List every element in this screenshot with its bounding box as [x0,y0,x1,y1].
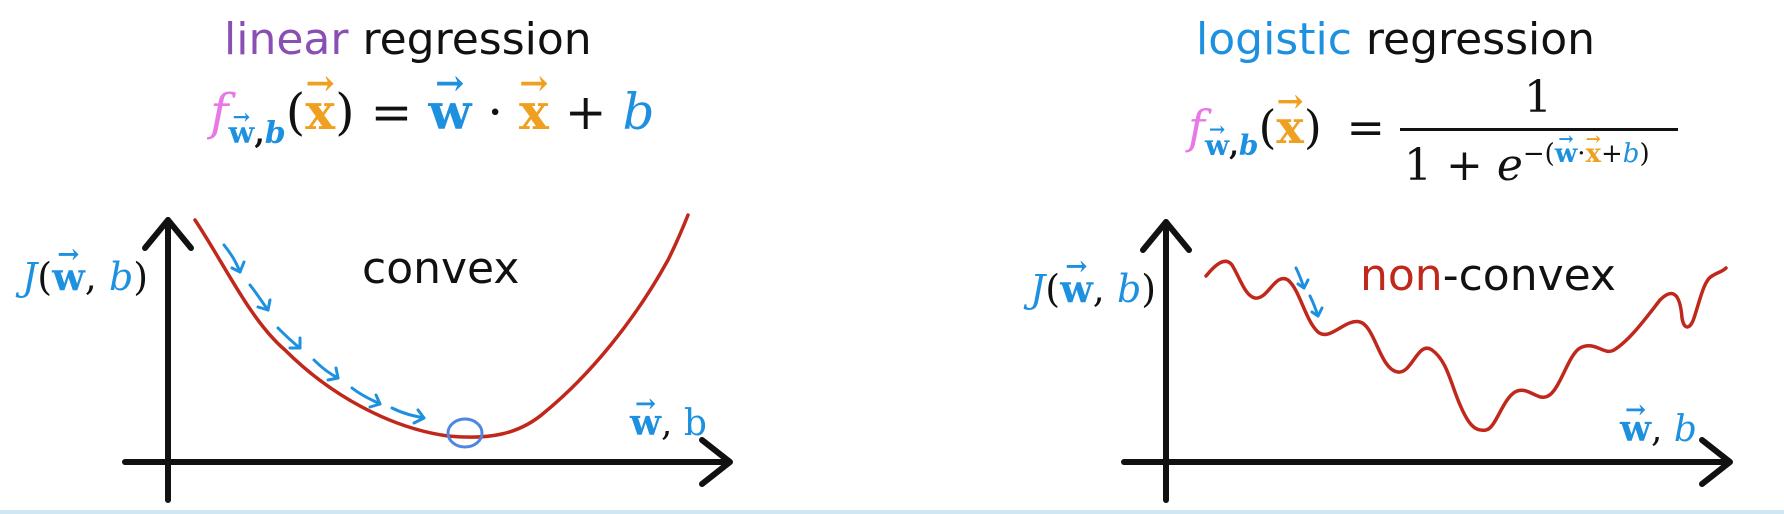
right-x-axis-arrowhead [1699,437,1733,487]
linear-regression-title: linear regression [224,14,592,65]
x-vector-2: x [519,82,549,141]
sub-w: w [229,116,255,151]
left-x-axis-label: w, b [630,402,707,444]
fraction-bar [1400,128,1678,131]
f-subscript: w,b [1205,129,1258,162]
x-vector: x [305,82,335,141]
left-y-axis-arrowhead [142,217,194,251]
b-term: b [622,83,655,141]
title-rest: regression [1351,14,1596,65]
title-highlight-logistic: logistic [1196,14,1352,65]
right-x-axis-label: w, b [1620,408,1697,450]
convex-cost-curve [193,213,690,439]
non-convex-label: non-convex [1360,250,1616,301]
sub-b: b [264,116,286,151]
non-convex-cost-curve [1204,259,1728,433]
global-minimum-circle [446,417,484,449]
f-symbol: f [210,83,229,141]
convex-label: convex [362,243,520,294]
left-axes [122,217,733,503]
right-axes [1121,219,1733,503]
sigmoid-numerator: 1 [1524,72,1552,123]
f-subscript: w,b [229,116,286,151]
bottom-band [0,510,1784,514]
logistic-regression-title: logistic regression [1196,14,1595,65]
right-y-axis-arrowhead [1140,219,1192,253]
logistic-model-formula: fw,b(x) = [1188,100,1385,162]
w-vector: w [428,82,471,141]
exponent: −(w·x+b) [1523,139,1650,169]
left-x-axis-arrowhead [699,437,733,487]
f-symbol: f [1188,100,1206,154]
linear-model-formula: fw,b(x) = w · x + b [210,82,655,151]
title-rest: regression [348,14,592,65]
local-descent-steps [1294,266,1324,318]
left-y-axis-label: J(w, b) [22,254,148,299]
right-y-axis-label: J(w, b) [1030,266,1156,311]
sigmoid-denominator: 1 + e−(w·x+b) [1404,139,1650,191]
gradient-descent-steps [222,243,426,425]
title-highlight-linear: linear [224,14,349,65]
